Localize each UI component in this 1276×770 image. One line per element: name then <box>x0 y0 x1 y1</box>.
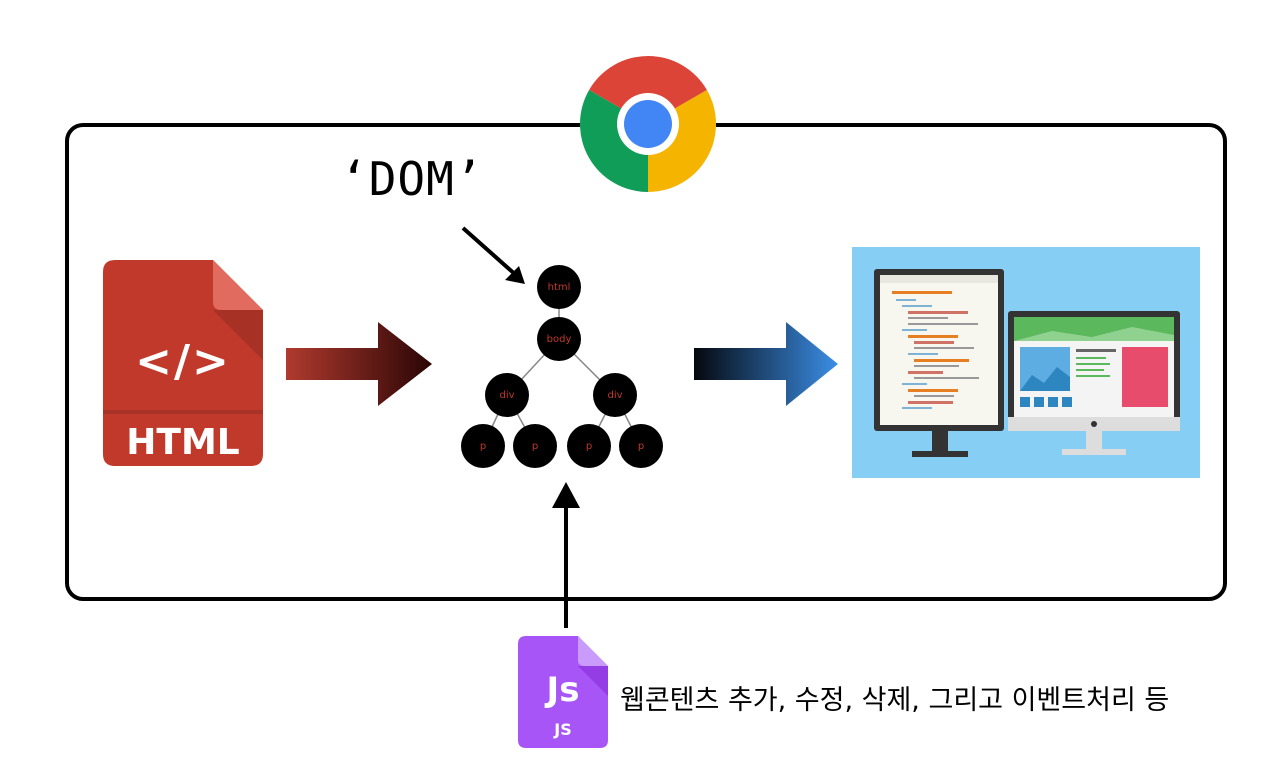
dom-node-label: div <box>499 390 514 401</box>
dom-tree-diagram: html body div div p p p p <box>461 265 663 468</box>
blue-arrow-icon <box>694 322 838 406</box>
dom-node-label: p <box>638 441 644 452</box>
dom-node-label: p <box>586 441 592 452</box>
dom-node-html <box>537 265 581 309</box>
chrome-logo-icon <box>579 55 717 192</box>
dom-node-p <box>513 424 557 468</box>
dom-node-p <box>619 424 663 468</box>
js-file-icon: Js JS <box>518 636 608 748</box>
js-file-label: JS <box>554 720 572 739</box>
rendered-webpage-illustration <box>852 247 1200 478</box>
dom-node-div <box>593 373 637 417</box>
html-file-icon: </> HTML <box>103 260 263 466</box>
dom-node-label: p <box>480 441 486 452</box>
dom-label: ‘DOM’ <box>340 152 484 206</box>
dom-node-label: body <box>547 334 572 345</box>
js-glyph: Js <box>546 670 580 710</box>
js-caption: 웹콘텐츠 추가, 수정, 삭제, 그리고 이벤트처리 등 <box>620 685 1170 716</box>
dom-node-label: p <box>532 441 538 452</box>
dom-node-body <box>537 317 581 361</box>
dom-node-p <box>567 424 611 468</box>
html-file-label: HTML <box>126 422 240 463</box>
dom-node-p <box>461 424 505 468</box>
html-tag-glyph: </> <box>135 336 231 387</box>
dom-node-label: html <box>548 282 571 293</box>
dom-pointer-arrow <box>461 226 525 284</box>
dom-node-div <box>485 373 529 417</box>
dom-node-label: div <box>607 390 622 401</box>
red-arrow-icon <box>286 322 432 406</box>
js-pointer-arrow <box>552 482 580 628</box>
